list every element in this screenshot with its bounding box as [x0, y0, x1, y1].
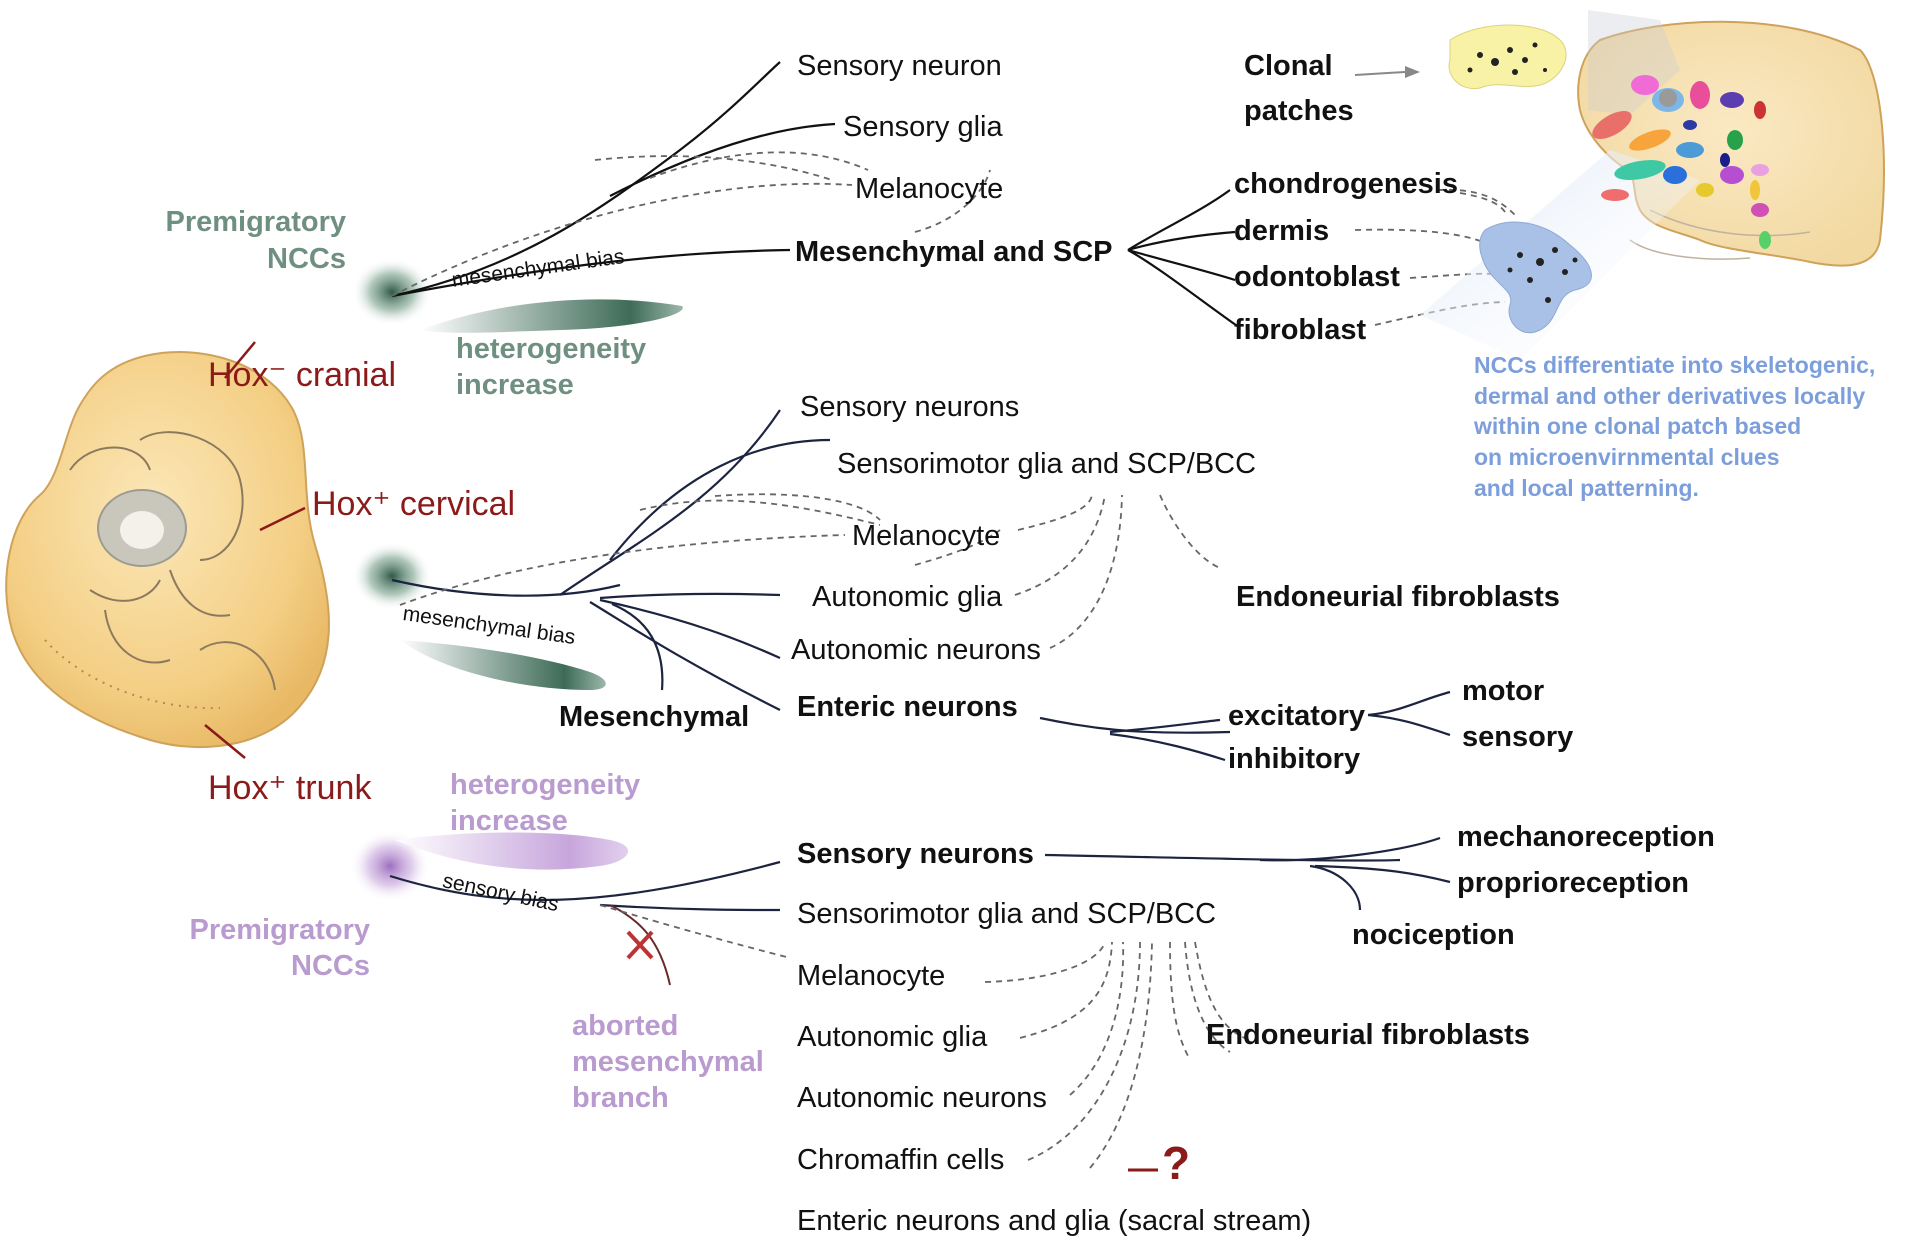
cranial-lineage-tree [352, 61, 1516, 333]
cranial-note-line1: NCCs differentiate into skeletogenic, [1474, 352, 1876, 378]
trunk-endoneurial-fibroblasts: Endoneurial fibroblasts [1206, 1019, 1530, 1051]
enteric-excitatory: excitatory [1228, 700, 1366, 732]
cranial-premigratory-line1: Premigratory [165, 206, 346, 238]
hox-trunk-label: Hox⁺ trunk [208, 769, 372, 807]
cranial-heterogeneity-line1: heterogeneity [456, 333, 647, 365]
head-clonal-patch-illustration [1420, 10, 1885, 360]
cranial-mesenchymal-scp: Mesenchymal and SCP [795, 236, 1113, 268]
yellow-clonal-patch [1448, 24, 1567, 90]
hox-cervical-label: Hox⁺ cervical [312, 485, 516, 523]
trunk-sensory-neurons: Sensory neurons [797, 838, 1034, 870]
cranial-fate-sensory-neuron: Sensory neuron [797, 50, 1002, 82]
aborted-branch-line1: aborted [572, 1010, 679, 1042]
hox-cranial-label: Hox⁻ cranial [208, 356, 397, 394]
trunk-fate-chromaffin-cells: Chromaffin cells [797, 1144, 1005, 1176]
cranial-heterogeneity-line2: increase [456, 369, 574, 401]
excitatory-motor: motor [1462, 675, 1545, 707]
sensory-nociception: nociception [1352, 919, 1515, 951]
cervical-mesenchymal: Mesenchymal [559, 701, 750, 733]
cranial-derivative-fibroblast: fibroblast [1234, 314, 1367, 346]
cranial-derivative-dermis: dermis [1234, 215, 1330, 247]
unknown-fate-question-mark: ? [1162, 1137, 1191, 1189]
cranial-derivative-odontoblast: odontoblast [1234, 261, 1400, 293]
blue-clonal-patch [1479, 221, 1592, 333]
cranial-derivative-chondrogenesis: chondrogenesis [1234, 168, 1458, 200]
trunk-lineage-tree [350, 830, 1451, 1172]
trunk-heterogeneity-line2: increase [450, 805, 568, 837]
cranial-note-line4: on microenvirnmental clues [1474, 444, 1780, 470]
cervical-fate-sensory-neurons: Sensory neurons [800, 391, 1020, 423]
enteric-inhibitory: inhibitory [1228, 743, 1361, 775]
cranial-note-line2: dermal and other derivatives locally [1474, 383, 1866, 409]
colored-patch-cluster [1592, 75, 1771, 249]
trunk-heterogeneity-line1: heterogeneity [450, 769, 641, 801]
trunk-fate-sensorimotor-glia: Sensorimotor glia and SCP/BCC [797, 898, 1217, 930]
cranial-note-line3: within one clonal patch based [1474, 413, 1802, 439]
excitatory-sensory: sensory [1462, 721, 1574, 753]
trunk-fate-enteric-sacral: Enteric neurons and glia (sacral stream) [797, 1205, 1312, 1237]
cervical-lineage-tree [352, 409, 1451, 762]
cervical-endoneurial-fibroblasts: Endoneurial fibroblasts [1236, 581, 1560, 613]
sensory-proprioreception: proprioreception [1457, 867, 1690, 899]
cervical-fate-autonomic-neurons: Autonomic neurons [791, 634, 1041, 666]
aborted-branch-line3: branch [572, 1082, 669, 1114]
cranial-note-line5: and local patterning. [1474, 475, 1699, 501]
cervical-fate-sensorimotor-glia: Sensorimotor glia and SCP/BCC [837, 448, 1257, 480]
cervical-fate-autonomic-glia: Autonomic glia [812, 581, 1003, 613]
cervical-fate-melanocyte: Melanocyte [852, 520, 1001, 552]
trunk-fate-autonomic-neurons: Autonomic neurons [797, 1082, 1047, 1114]
clonal-patches-line1: Clonal [1244, 50, 1333, 82]
cervical-enteric-neurons: Enteric neurons [797, 691, 1018, 723]
cranial-premigratory-line2: NCCs [267, 243, 346, 275]
aborted-branch-line2: mesenchymal [572, 1046, 764, 1078]
trunk-fate-melanocyte: Melanocyte [797, 960, 946, 992]
trunk-premigratory-line1: Premigratory [189, 914, 370, 946]
trunk-fate-autonomic-glia: Autonomic glia [797, 1021, 988, 1053]
sensory-mechanoreception: mechanoreception [1457, 821, 1715, 853]
cranial-fate-melanocyte: Melanocyte [855, 173, 1004, 205]
cranial-fate-sensory-glia: Sensory glia [843, 111, 1003, 143]
clonal-patches-line2: patches [1244, 95, 1354, 127]
embryo-illustration [5, 341, 330, 759]
trunk-premigratory-line2: NCCs [291, 950, 370, 982]
